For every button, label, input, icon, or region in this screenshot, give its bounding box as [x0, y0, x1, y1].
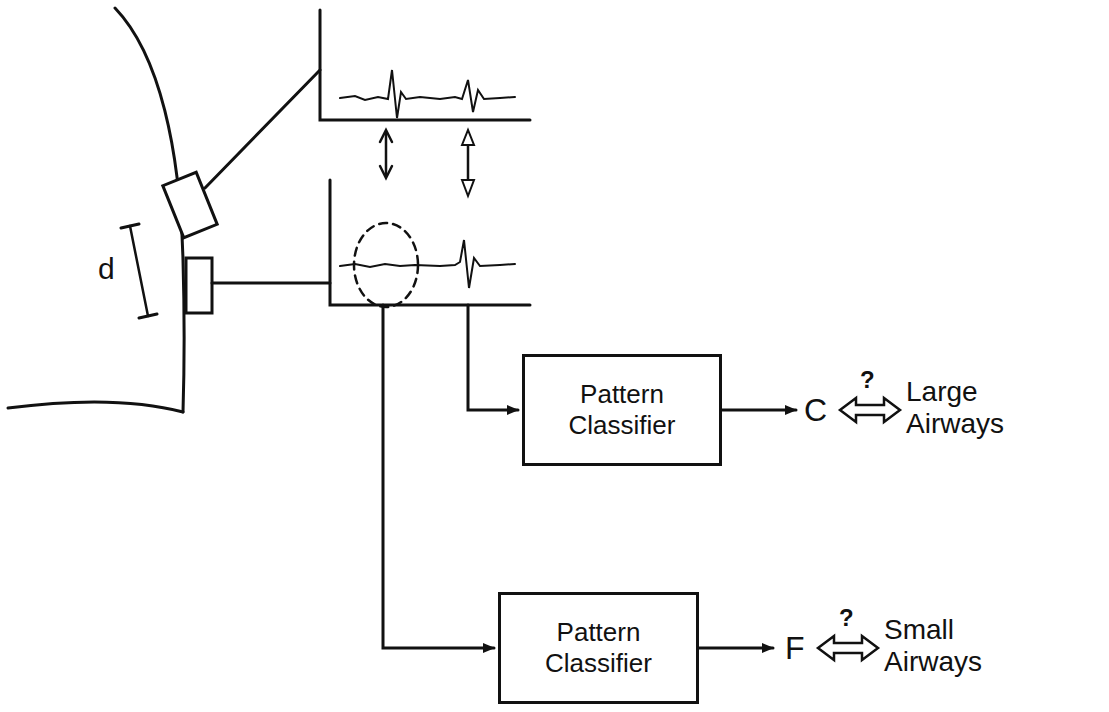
cable [205, 70, 320, 188]
output-arrow [699, 647, 773, 650]
output-arrow [722, 409, 796, 412]
chest-wall [8, 402, 183, 412]
waveform [340, 240, 515, 288]
signal-line [383, 305, 494, 648]
compare-arrow [380, 130, 392, 178]
question-arrow [840, 398, 900, 422]
output-label: Large Airways [906, 376, 1036, 440]
question-mark: ? [860, 366, 875, 394]
question-mark: ? [839, 604, 854, 632]
dashed-ellipse [354, 223, 418, 307]
signal-line [468, 305, 518, 410]
display-panel [320, 10, 530, 120]
box-label: Pattern Classifier [533, 369, 711, 450]
output-symbol: F [785, 630, 805, 667]
cable [212, 282, 330, 285]
dimension-label: d [98, 252, 115, 287]
compare-arrow [385, 133, 388, 175]
compare-arrow [462, 130, 474, 196]
dimension-tick [121, 224, 157, 318]
output-label: Small Airways [884, 614, 1014, 678]
question-arrow [818, 636, 878, 660]
waveform [340, 70, 515, 118]
classifier-box: Pattern Classifier [522, 354, 722, 466]
output-symbol: C [804, 392, 827, 429]
dimension-line [130, 226, 148, 316]
classifier-box: Pattern Classifier [498, 592, 699, 704]
box-label: Pattern Classifier [510, 607, 688, 688]
sensor [186, 258, 212, 313]
